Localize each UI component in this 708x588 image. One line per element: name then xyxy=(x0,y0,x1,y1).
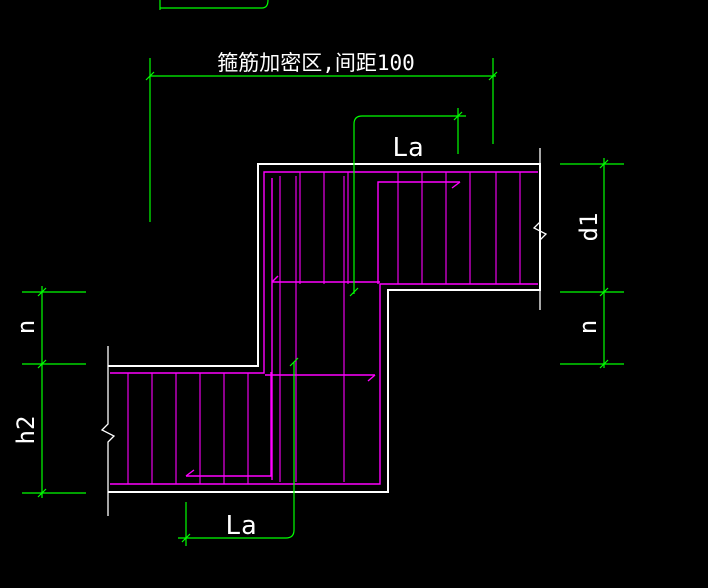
section-outline xyxy=(108,163,541,493)
rebar-anchor-bottom-hook xyxy=(185,469,195,477)
rebar-outer-path xyxy=(110,171,538,374)
la-bottom-label: La xyxy=(225,511,256,541)
rebar-anchor-bottom xyxy=(186,372,272,477)
break-line-left xyxy=(100,346,116,516)
stirrups-upper xyxy=(299,172,521,284)
stirrups-lower xyxy=(127,373,249,484)
stirrups-riser xyxy=(279,176,345,482)
d1-label: d1 xyxy=(575,213,603,242)
rebar-lower-mid-hook xyxy=(367,374,376,382)
rebar-anchor-top xyxy=(377,181,460,284)
dimension-left xyxy=(22,286,86,498)
top-cutoff-fragment xyxy=(159,0,269,10)
break-line-right xyxy=(532,148,548,310)
n-right-label: n xyxy=(574,320,602,334)
longitudinal-rebar xyxy=(110,171,538,485)
dimension-right xyxy=(560,158,624,369)
leader-la-bottom xyxy=(178,357,299,546)
rebar-inner-path xyxy=(110,283,538,485)
dimension-top-span xyxy=(145,58,498,222)
h2-label: h2 xyxy=(12,416,40,445)
n-left-label: n xyxy=(12,320,40,334)
la-top-label: La xyxy=(392,133,423,163)
rebar-upper-mid-hook xyxy=(271,275,279,283)
rebar-anchor-top-hook xyxy=(451,181,461,189)
leader-la-top xyxy=(349,108,466,297)
top-note-text: 箍筋加密区,间距100 xyxy=(217,51,415,75)
